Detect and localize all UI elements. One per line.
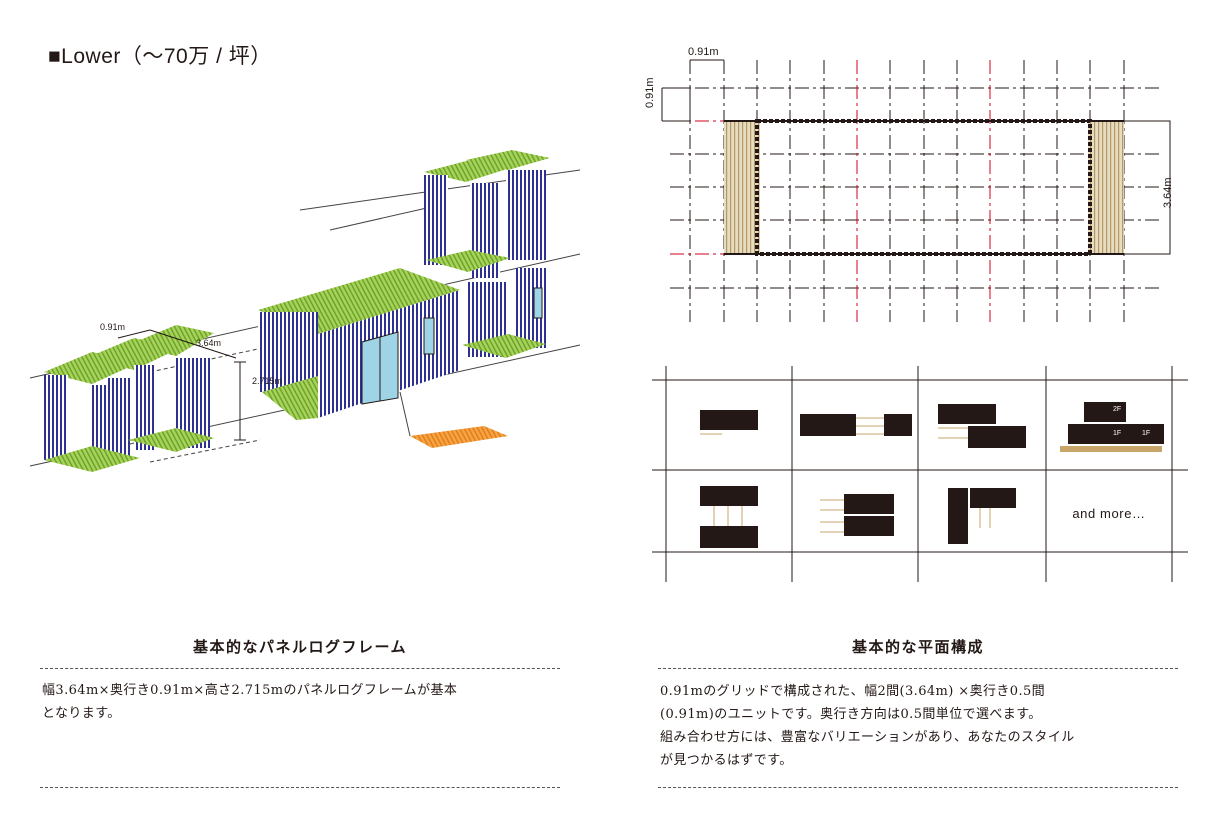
plan-top-dimension: 0.91m [688,46,719,58]
left-top-divider [40,668,560,669]
config-two-units-a [800,414,856,436]
config-2f-unit [1084,402,1126,422]
floor-plan-grid [661,59,1171,322]
config-l-horizontal [970,488,1016,508]
plan-left-dimension: 0.91m [644,77,656,108]
plan-right-dimension: 3.64m [1162,177,1174,208]
config-stack-top [700,486,758,506]
left-section-text: 幅3.64m×奥行き0.91m×高さ2.715mのパネルログフレームが基本 とな… [42,683,458,721]
page-title: ■Lower（～70万 / 坪） [48,45,272,68]
width-dimension-label: 0.91m [100,322,126,332]
right-section-title: 基本的な平面構成 [851,638,984,656]
right-bottom-divider [658,787,1178,788]
config-1f-right [1126,424,1164,444]
config-2f-label: 2F [1113,406,1122,413]
config-1f-left [1068,424,1126,444]
right-section-text: 0.91mのグリッドで構成された、幅2間(3.64m) ×奥行き0.5間 (0.… [660,684,1075,768]
config-single-unit [700,410,758,430]
config-ground-bar [1060,446,1162,452]
right-top-divider [658,668,1178,669]
config-1f-label-a: 1F [1113,430,1122,437]
left-bottom-divider [40,787,560,788]
config-offset-top [938,404,996,424]
and-more-label: and more… [1072,506,1146,521]
left-section-title: 基本的なパネルログフレーム [192,638,408,656]
configuration-table [652,366,1188,582]
panel-frame-illustration [29,150,581,472]
config-stack-bottom [700,526,758,548]
config-pair-bottom [844,516,894,536]
config-1f-label-b: 1F [1142,430,1151,437]
depth-dimension-label: 3.64m [196,338,222,348]
config-two-units-b [884,414,912,436]
height-dimension-label: 2.715m [252,376,283,386]
config-pair-top [844,494,894,514]
config-l-vertical [948,488,968,544]
config-offset-bottom [968,426,1026,448]
